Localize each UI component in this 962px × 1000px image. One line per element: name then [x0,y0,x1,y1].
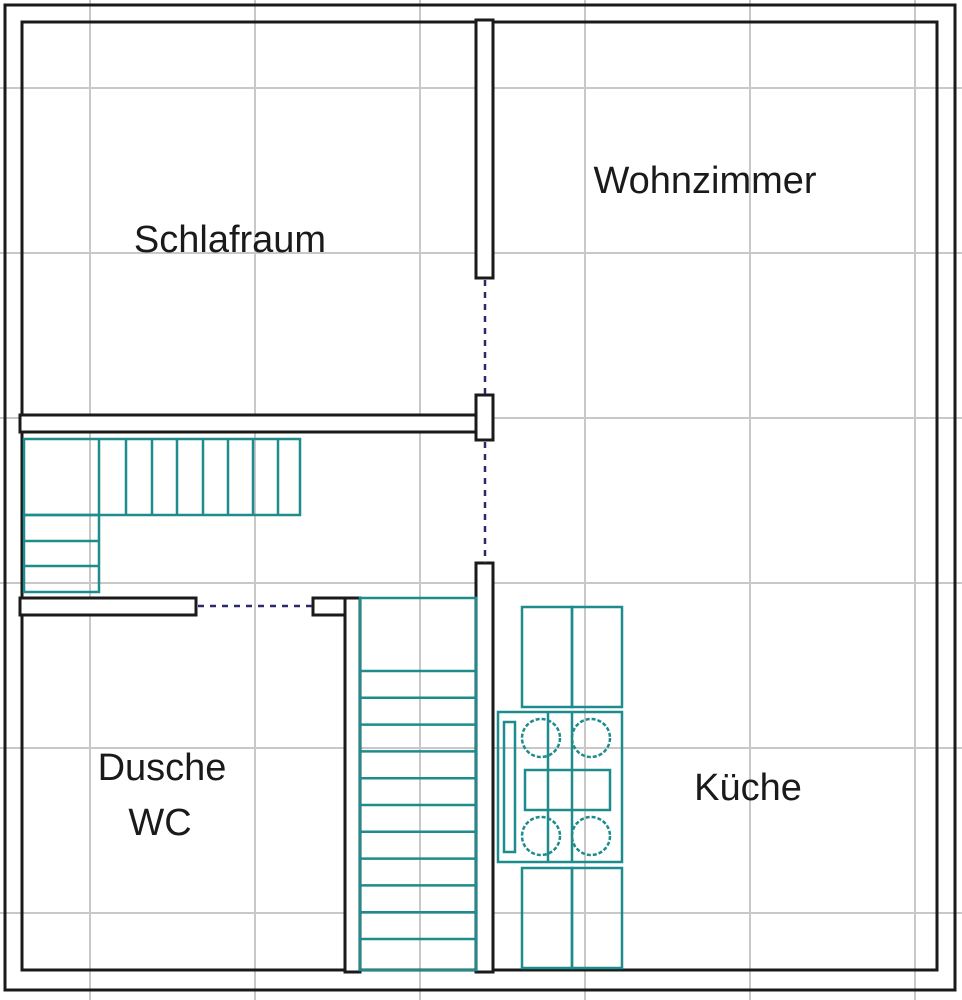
room-label-dusche: Dusche [98,747,227,789]
doors [198,280,487,608]
room-label-wohnzimmer: Wohnzimmer [593,160,816,202]
room-label-kueche: Küche [694,767,802,809]
stair-outline [22,437,302,517]
stair-outline [22,513,101,594]
interior-walls [18,18,495,974]
stair-outline [358,596,478,972]
room-label-schlafraum: Schlafraum [134,219,326,261]
upper-stairs [22,437,302,594]
kitchen-fixtures [496,605,624,970]
room-label-wc: WC [128,802,191,844]
lower-stairs [358,596,478,972]
